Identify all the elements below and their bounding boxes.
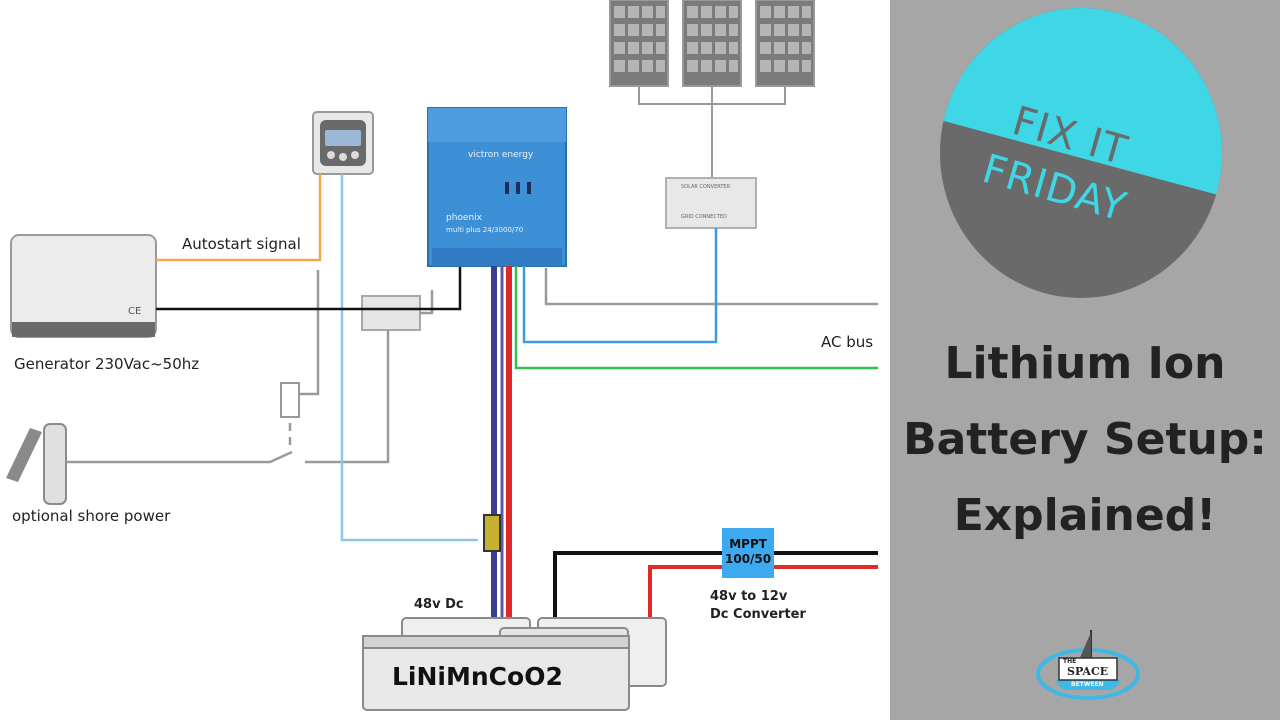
inverter-led-2 [516, 182, 520, 194]
mppt-box [722, 528, 774, 578]
battery-chemistry-label: LiNiMnCoO2 [392, 662, 563, 691]
solar-converter-label: SOLAR CONVERTER [681, 184, 731, 190]
diagram-wires [6, 0, 878, 711]
wiring-diagram: Autostart signal Generator 230Vac~50hz o… [6, 0, 878, 711]
shore-switch [280, 382, 300, 418]
title-panel: FIX IT FRIDAY Lithium Ion Battery Setup:… [890, 0, 1280, 720]
the-space-between-logo: THE SPACE BETWEEN [1033, 622, 1143, 714]
generator-label: Generator 230Vac~50hz [14, 355, 200, 373]
logo-small: THE [1063, 658, 1077, 665]
autostart-label: Autostart signal [182, 235, 301, 253]
generator-ac-wire [156, 266, 462, 311]
remote-button-2 [339, 153, 347, 161]
transfer-switch-box [361, 295, 421, 331]
shore-power-plug [6, 423, 67, 505]
inverter-terminals [432, 248, 562, 266]
headline-line-1: Lithium Ion [944, 338, 1226, 389]
dc-fuse [483, 514, 501, 552]
fix-it-friday-badge: FIX IT FRIDAY [940, 8, 1222, 298]
solar-wires [638, 86, 786, 180]
inverter-led-1 [505, 182, 509, 194]
inverter-brand-label: victron energy [468, 150, 534, 160]
inverter-led-3 [527, 182, 531, 194]
dc-48v-label: 48v Dc [414, 597, 464, 612]
ce-mark: CE [128, 306, 142, 317]
inverter-top [428, 108, 566, 142]
inverter-model-label: phoenix [446, 213, 482, 223]
solar-ac-wire [522, 228, 718, 344]
logo-bottom: BETWEEN [1071, 681, 1104, 688]
generator-box [10, 234, 157, 338]
badge-background [940, 8, 1222, 196]
generator-base [12, 322, 155, 337]
shore-power-label: optional shore power [12, 507, 171, 525]
inverter-sub-label: multi plus 24/3000/70 [446, 226, 524, 234]
solar-panel-array [609, 0, 815, 87]
ac-bus-label: AC bus [821, 333, 874, 351]
logo-main: SPACE [1067, 665, 1109, 678]
solar-converter-box [665, 177, 757, 229]
grey-wires [66, 268, 878, 464]
logo-mark [1036, 630, 1140, 700]
remote-display [325, 130, 361, 146]
remote-button-1 [327, 151, 335, 159]
headline-line-2: Battery Setup: [903, 414, 1267, 465]
dc-main-cables [491, 266, 512, 620]
headline-line-3: Explained! [953, 490, 1217, 541]
remote-button-3 [351, 151, 359, 159]
grid-connected-label: GRID CONNECTED [681, 214, 727, 220]
remote-signal-wire [340, 174, 478, 542]
ac-bus-wire [514, 266, 878, 370]
mppt-positive-wire [648, 565, 878, 618]
converter-label: 48v to 12v Dc Converter [710, 589, 806, 622]
autostart-wire [156, 174, 322, 262]
battery-bank [362, 617, 667, 711]
mppt-label: MPPT 100/50 [725, 537, 772, 566]
